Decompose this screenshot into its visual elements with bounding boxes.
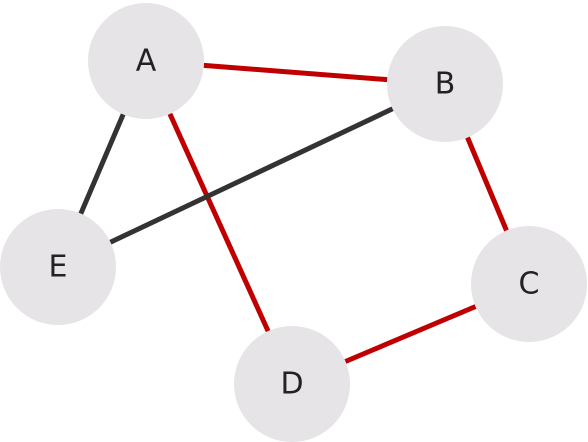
node-b: B xyxy=(387,26,503,142)
node-c-label: C xyxy=(519,267,540,302)
edge-e-b xyxy=(109,106,394,245)
edge-a-b xyxy=(203,62,388,83)
node-d-label: D xyxy=(280,367,303,402)
edge-c-d xyxy=(344,304,477,364)
node-e-circle xyxy=(0,209,116,325)
node-d-circle xyxy=(234,326,350,442)
edge-a-d xyxy=(167,112,271,333)
node-a-label: A xyxy=(136,44,157,79)
edges-layer xyxy=(78,62,509,364)
edge-b-c xyxy=(465,136,509,232)
node-d: D xyxy=(234,326,350,442)
node-e: E xyxy=(0,209,116,325)
node-c-circle xyxy=(471,226,587,342)
node-e-label: E xyxy=(49,250,68,285)
edge-a-e xyxy=(78,113,126,215)
node-a-circle xyxy=(88,3,204,119)
node-b-circle xyxy=(387,26,503,142)
node-c: C xyxy=(471,226,587,342)
nodes-layer: A B C D E xyxy=(0,3,587,442)
node-a: A xyxy=(88,3,204,119)
node-b-label: B xyxy=(435,67,456,102)
